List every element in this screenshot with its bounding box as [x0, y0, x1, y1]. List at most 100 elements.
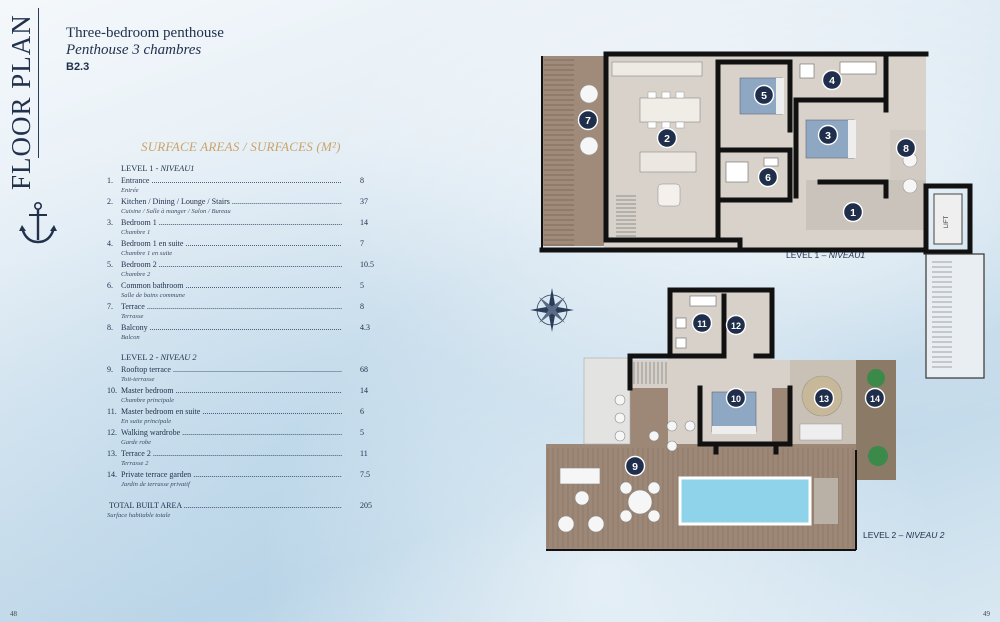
room-name: Balcony: [121, 322, 342, 333]
room-name: Rooftop terrace: [121, 364, 342, 375]
room-name: Terrace 2: [121, 448, 342, 459]
room-name: Entrance: [121, 175, 342, 186]
room-row: 12.Walking wardrobe5: [107, 427, 372, 438]
stairs: [616, 195, 636, 237]
room-name-french: Balcon: [121, 334, 140, 341]
plan-level1-label: LEVEL 1 – NIVEAU1: [786, 250, 865, 260]
title-english: Three-bedroom penthouse: [66, 25, 224, 41]
room-row: 11.Master bedroom en suite6: [107, 406, 372, 417]
total-label: TOTAL BUILT AREA: [109, 500, 342, 511]
room-area: 14: [360, 386, 368, 395]
room-marker-circle: [813, 387, 835, 409]
level1-walls: [539, 51, 973, 255]
room-marker-number: 9: [632, 461, 638, 473]
room-number: 12.: [107, 428, 117, 437]
terrace-chairs: [579, 84, 918, 194]
room-marker-number: 2: [664, 133, 670, 145]
room-row: 9. Rooftop terrace 68: [107, 364, 372, 375]
room-marker-number: 3: [825, 130, 831, 142]
room-area: 5: [360, 281, 364, 290]
room-number: 9.: [107, 365, 113, 374]
room-row: 1.Entrance8: [107, 175, 372, 186]
level-heading-en: LEVEL 1: [121, 164, 154, 173]
room-marker-circle: [725, 314, 747, 336]
room-row: 6.Common bathroom5: [107, 280, 372, 291]
room-marker: 3: [817, 124, 839, 146]
level1-plan: LIFT: [539, 51, 985, 379]
room-name-french: Chambre 1: [121, 229, 151, 236]
room-name-french: Chambre 1 en suite: [121, 250, 173, 257]
sofa: [639, 151, 697, 173]
room-name: Bedroom 1 en suite: [121, 238, 342, 249]
pool-steps: [814, 478, 838, 524]
surface-table: LEVEL 1 - NIVEAU11.Entrance8Entrée2.Kitc…: [107, 164, 374, 521]
level-heading-sep: -: [153, 353, 161, 362]
plan-level2-sep: –: [896, 530, 906, 540]
tower-steps: [932, 261, 952, 368]
level-heading-sep: -: [153, 164, 161, 173]
room-area: 6: [360, 407, 364, 416]
room-marker-circle: [821, 69, 843, 91]
room-area: 5: [360, 428, 364, 437]
room-marker-number: 10: [731, 394, 741, 404]
room-name-french: Terrasse: [121, 313, 144, 320]
room-marker: 9: [624, 455, 646, 477]
dining-chairs: [647, 91, 685, 129]
room-name: Kitchen / Dining / Lounge / Stairs: [121, 196, 342, 207]
room-row: 4.Bedroom 1 en suite7: [107, 238, 372, 249]
room-marker: 6: [757, 166, 779, 188]
bathroom-fixtures: [725, 61, 877, 183]
dining-table: [639, 97, 701, 123]
room-marker-number: 1: [850, 207, 856, 219]
pool: [678, 476, 812, 526]
room-marker: 5: [753, 84, 775, 106]
unit-code: B2.3: [66, 61, 90, 73]
plan-level2-fr: NIVEAU 2: [905, 530, 945, 540]
kitchen-counter: [611, 61, 703, 77]
room-marker: 7: [577, 109, 599, 131]
room-marker-circle: [817, 124, 839, 146]
room-number: 4.: [107, 239, 113, 248]
room-row: 2.Kitchen / Dining / Lounge / Stairs37: [107, 196, 372, 207]
stair-tower: [925, 253, 985, 379]
room-area: 7.5: [360, 470, 370, 479]
title-block: Three-bedroom penthouse Penthouse 3 cham…: [66, 25, 224, 73]
room-area: 68: [360, 365, 368, 374]
room-number: 10.: [107, 386, 117, 395]
room-name-french: Salle de bains commune: [121, 292, 185, 299]
plan-level1-en: LEVEL 1: [786, 250, 820, 260]
room-area: 37: [360, 197, 368, 206]
room-number: 1.: [107, 176, 113, 185]
room-name: Bedroom 2: [121, 259, 342, 270]
room-number: 7.: [107, 302, 113, 311]
room-marker: 1: [842, 201, 864, 223]
terrace-2-loungers: [799, 423, 843, 441]
room-area: 4.3: [360, 323, 370, 332]
room-number: 13.: [107, 449, 117, 458]
room-name-french: Entrée: [121, 187, 139, 194]
plan-level1-fr: NIVEAU1: [828, 250, 866, 260]
rooftop-furniture: [557, 394, 696, 533]
room-number: 11.: [107, 407, 117, 416]
room-marker: 14: [864, 387, 886, 409]
room-name: Bedroom 1: [121, 217, 342, 228]
room-number: 14.: [107, 470, 117, 479]
level2-plan: [546, 287, 896, 551]
room-marker-circle: [864, 387, 886, 409]
room-name-french: Chambre 2: [121, 271, 151, 278]
room-name: Master bedroom: [121, 385, 342, 396]
master-bed-pillows: [712, 426, 756, 434]
room-area: 14: [360, 218, 368, 227]
room-marker-circle: [656, 127, 678, 149]
bed-2-pillows: [776, 78, 784, 114]
plan-level1-sep: –: [819, 250, 829, 260]
room-row: 13. Terrace 2 11: [107, 448, 372, 459]
room-number: 8.: [107, 323, 113, 332]
room-marker-circle: [895, 137, 917, 159]
room-row: 5.Bedroom 210.5: [107, 259, 374, 270]
room-marker-circle: [691, 312, 713, 334]
room-area: 11: [360, 449, 368, 458]
room-name-french: Terrasse 2: [121, 460, 149, 467]
total-label-french: Surface habitable totale: [107, 512, 171, 519]
